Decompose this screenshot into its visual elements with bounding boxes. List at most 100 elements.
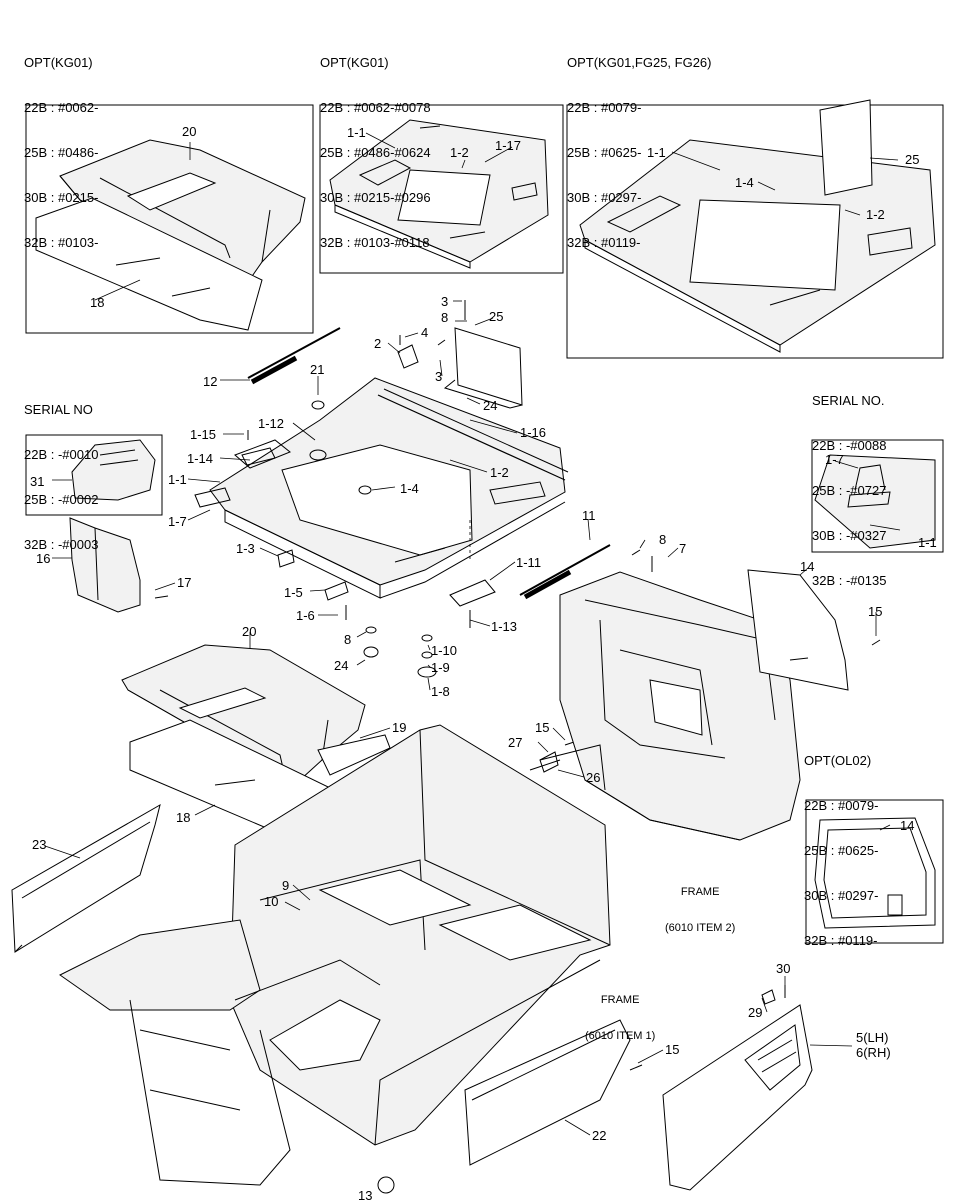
callout: 1-16 [520,425,547,440]
callout: 2 [374,336,382,351]
note-line: 32B : -#0135 [812,573,887,588]
inset-box-kg01-b [319,104,564,274]
inset-box-serial-b [811,439,944,553]
callout: 1-2 [866,207,885,222]
inset-window-14 [814,817,936,929]
callout: 1-13 [491,619,518,634]
callout: 27 [508,735,523,750]
callout: 1-1 [647,145,666,160]
bracket-plate-25 [397,300,523,409]
callout: 1-2 [450,145,469,160]
note-line: 32B : -#0003 [24,537,99,552]
callout: 14 [900,818,915,833]
note-line: OPT(KG01,FG25, FG26) [567,55,712,70]
inset-handle [814,454,936,549]
callout: 1-4 [735,175,754,190]
note-line: OPT(OL02) [804,753,872,768]
callout: 8 [659,532,667,547]
callout: 1-14 [187,451,214,466]
callout: 1-7 [168,514,187,529]
callout: 23 [32,837,47,852]
callout: 1-2 [490,465,509,480]
callout: 7 [679,541,687,556]
callout: 1-1 [347,125,366,140]
note-line: 25B : -#0002 [24,492,99,507]
note-opt-kg01-fg: OPT(KG01,FG25, FG26) 22B : #0079- 25B : … [567,25,712,265]
note-line: 25B : #0486- [24,145,99,160]
callout: 24 [334,658,349,673]
note-line: 32B : #0103- [24,235,99,250]
callout: 1-8 [431,684,450,699]
callout: 20 [182,124,197,139]
callout: 1-1 [918,535,937,550]
inset-box-ol02 [805,799,944,944]
inset-box-serial-a [25,434,163,516]
callout: 8 [344,632,352,647]
inset-b-cab-floor [329,119,549,269]
callout: 13 [358,1188,373,1200]
callout: 6(RH) [856,1045,891,1060]
frame-label-line: (6010 ITEM 1) [585,1030,656,1042]
inset-cover-31 [71,439,156,501]
skirt-22 [464,1019,631,1166]
note-line: 22B : #0079- [804,798,879,813]
side-cover-5-6 [662,1004,813,1191]
callout: 16 [36,551,51,566]
callout: 21 [310,362,325,377]
side-cover-23 [11,803,161,953]
note-line: SERIAL NO [24,402,93,417]
note-line: 30B : #0297- [804,888,879,903]
callout: 1-10 [431,643,458,658]
note-line: 22B : -#0088 [812,438,887,453]
note-line: 25B : #0625- [567,145,642,160]
callout: 26 [586,770,601,785]
frame-label-line: FRAME [600,994,640,1006]
note-line: 30B : #0215-#0296 [320,190,431,205]
note-line: 22B : #0062-#0078 [320,100,431,115]
note-line: 30B : -#0327 [812,528,887,543]
callout: 17 [177,575,192,590]
callout: 18 [90,295,105,310]
callout: 24 [483,398,498,413]
callout: 9 [282,878,290,893]
callout: 19 [392,720,407,735]
note-opt-ol02: OPT(OL02) 22B : #0079- 25B : #0625- 30B … [804,723,878,963]
callout: 18 [176,810,191,825]
callout: 1-5 [284,585,303,600]
note-line: OPT(KG01) [24,55,93,70]
frame-label-line: (6010 ITEM 2) [665,922,736,934]
note-line: 32B : #0103-#0118 [320,235,430,250]
callout: 1-11 [516,555,542,570]
callout: 4 [421,325,429,340]
callout: 1-15 [190,427,217,442]
callout: 15 [868,604,883,619]
gas-struts [247,327,611,600]
callout: 3 [441,294,449,309]
note-line: 32B : #0119- [567,235,641,250]
note-line: 32B : #0119- [804,933,878,948]
note-serial-no-b: SERIAL NO. 22B : -#0088 25B : -#0727 30B… [812,363,886,603]
callout: 1-6 [296,608,315,623]
leader-lines [44,132,901,1136]
main-cab-floor [209,377,569,599]
callout: 1-1 [168,472,187,487]
side-bracket-16 [69,517,141,613]
callout: 1-17 [495,138,522,153]
callout: 8 [441,310,449,325]
callout: 1-9 [431,660,450,675]
counterweight-frame [559,571,801,841]
frame-label-item-1: FRAME (6010 ITEM 1) [585,970,655,1054]
inset-box-kg01-a [25,104,314,334]
callout: 29 [748,1005,763,1020]
note-opt-kg01-b: OPT(KG01) 22B : #0062-#0078 25B : #0486-… [320,25,431,265]
frame-label-line: FRAME [680,886,720,898]
callout: 30 [776,961,791,976]
callout: 10 [264,894,279,909]
callout: 1-7 [825,452,844,467]
note-opt-kg01-a: OPT(KG01) 22B : #0062- 25B : #0486- 30B … [24,25,98,265]
callout: 1-3 [236,541,255,556]
callout: 5(LH) [856,1030,889,1045]
callout: 12 [203,374,218,389]
